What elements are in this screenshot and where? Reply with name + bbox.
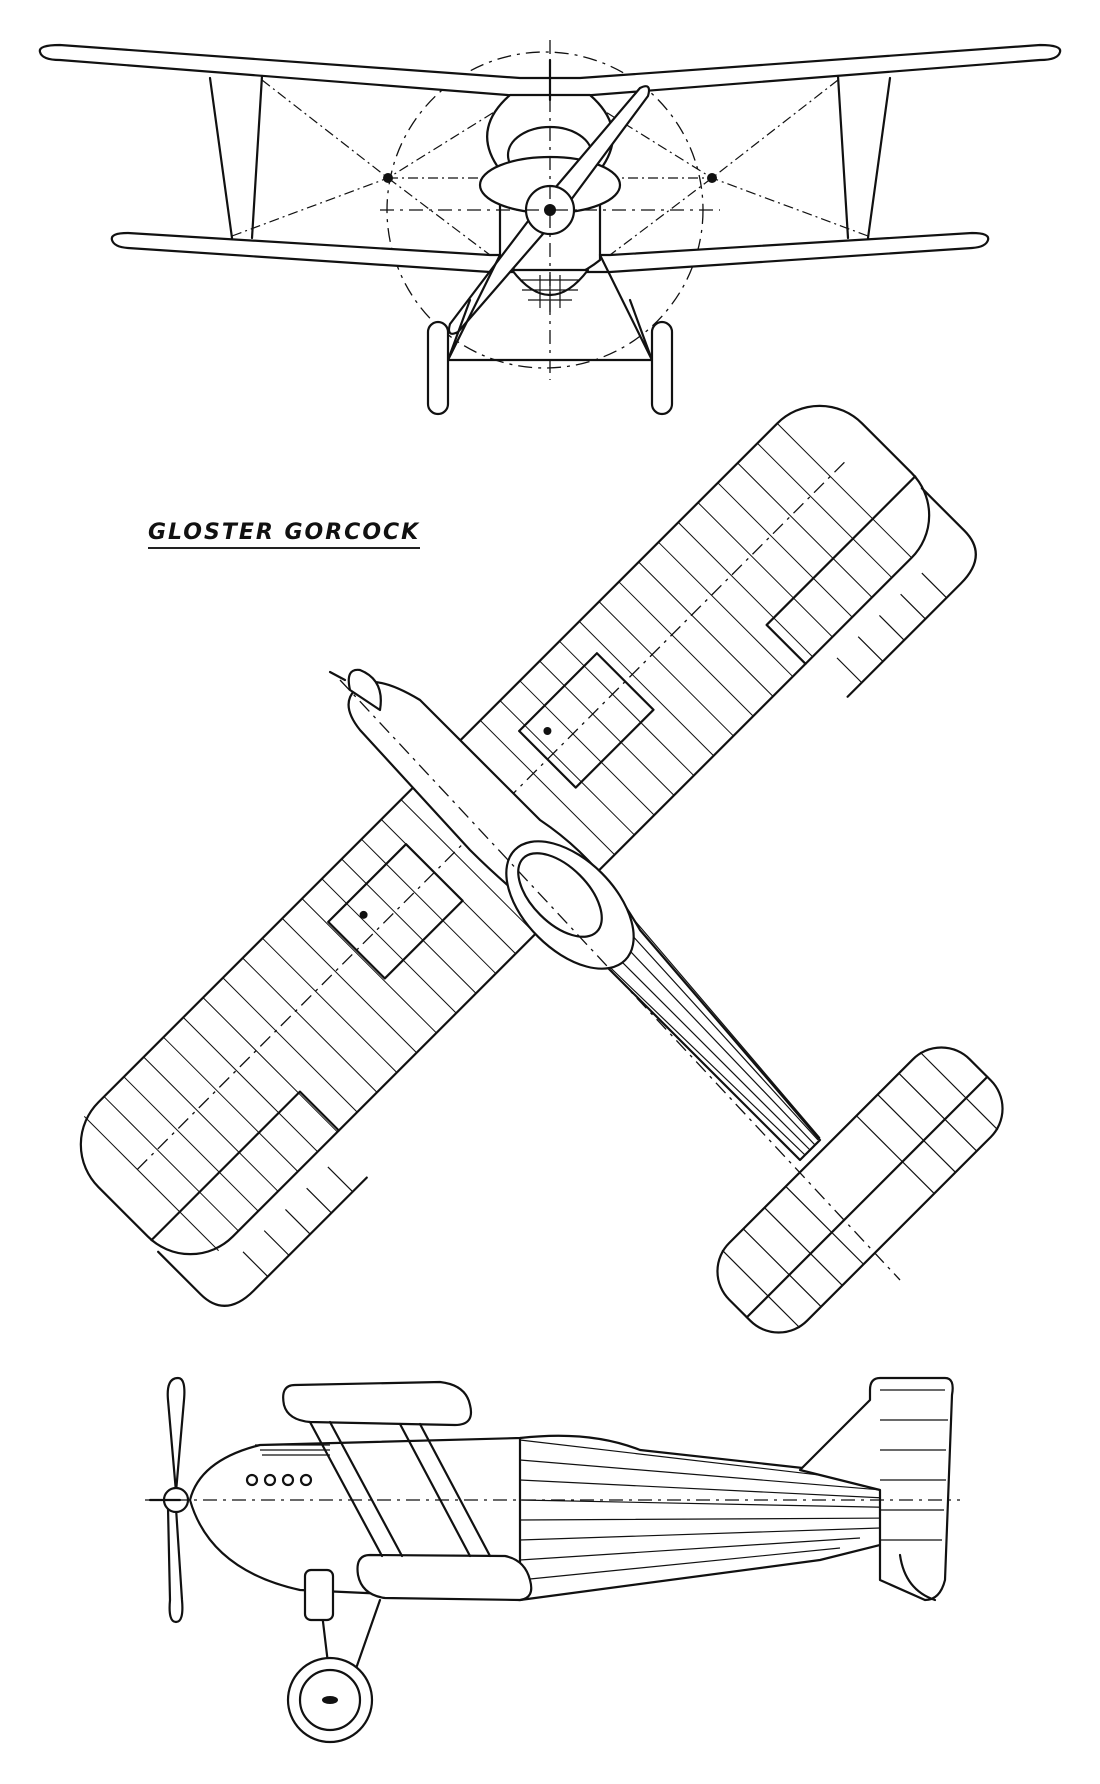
plan-view-aileron-right: [765, 475, 917, 665]
wing-rib: [103, 1096, 239, 1232]
wing-rib: [202, 997, 338, 1133]
wing-rib: [717, 482, 853, 618]
wing-rib: [479, 720, 615, 856]
wing-rib: [182, 1017, 318, 1153]
wing-rib: [776, 423, 912, 559]
wing-rib: [83, 1116, 219, 1252]
front-view-strut-left: [208, 74, 264, 240]
side-view-upper-wing: [282, 1380, 473, 1427]
wing-rib: [598, 601, 734, 737]
wing-rib: [242, 957, 378, 1093]
side-view-lower-wing: [356, 1553, 533, 1602]
plan-view-aileron-left: [150, 1090, 340, 1242]
side-view-tail-skid: [898, 1553, 937, 1602]
wing-rib: [341, 858, 477, 994]
front-view-wheel-right: [650, 320, 674, 416]
wing-rib: [737, 462, 873, 598]
wing-rib: [697, 502, 833, 638]
wing-rib: [301, 898, 437, 1034]
plan-view-tailplane: [716, 1046, 1004, 1334]
side-view-struts: [308, 1420, 492, 1558]
side-view: [145, 1376, 960, 1744]
wing-rib: [499, 700, 635, 836]
wing-rib: [123, 1076, 259, 1212]
front-view-strut-right: [836, 74, 892, 240]
wing-rib: [281, 918, 417, 1054]
wing-rib: [321, 878, 457, 1014]
wing-rib: [658, 541, 794, 677]
wing-rib: [143, 1056, 279, 1192]
plan-view-lower-wing-right: [846, 487, 977, 698]
wing-rib: [262, 937, 398, 1073]
wing-rib: [677, 522, 813, 658]
wing-rib: [539, 660, 675, 796]
side-view-fin: [798, 1376, 954, 1602]
wing-rib: [361, 838, 497, 974]
wing-rib: [400, 799, 536, 935]
front-view: [38, 40, 1062, 416]
side-view-exhaust: [245, 1473, 313, 1487]
plan-view-cockpit: [505, 840, 635, 970]
wing-rib: [638, 561, 774, 697]
wing-rib: [618, 581, 754, 717]
drawing-title: GLOSTER GORCOCK: [148, 520, 421, 549]
plan-view-lower-wing-left: [157, 1176, 368, 1307]
front-view-wheel-left: [426, 320, 450, 416]
wing-rib: [559, 640, 695, 776]
plan-view: [79, 404, 1004, 1334]
wing-rib: [163, 1036, 299, 1172]
wing-rib: [222, 977, 358, 1113]
wing-rib: [757, 442, 893, 578]
wing-rib: [578, 621, 714, 757]
plan-view-nose: [347, 668, 382, 712]
wing-rib: [519, 680, 655, 816]
